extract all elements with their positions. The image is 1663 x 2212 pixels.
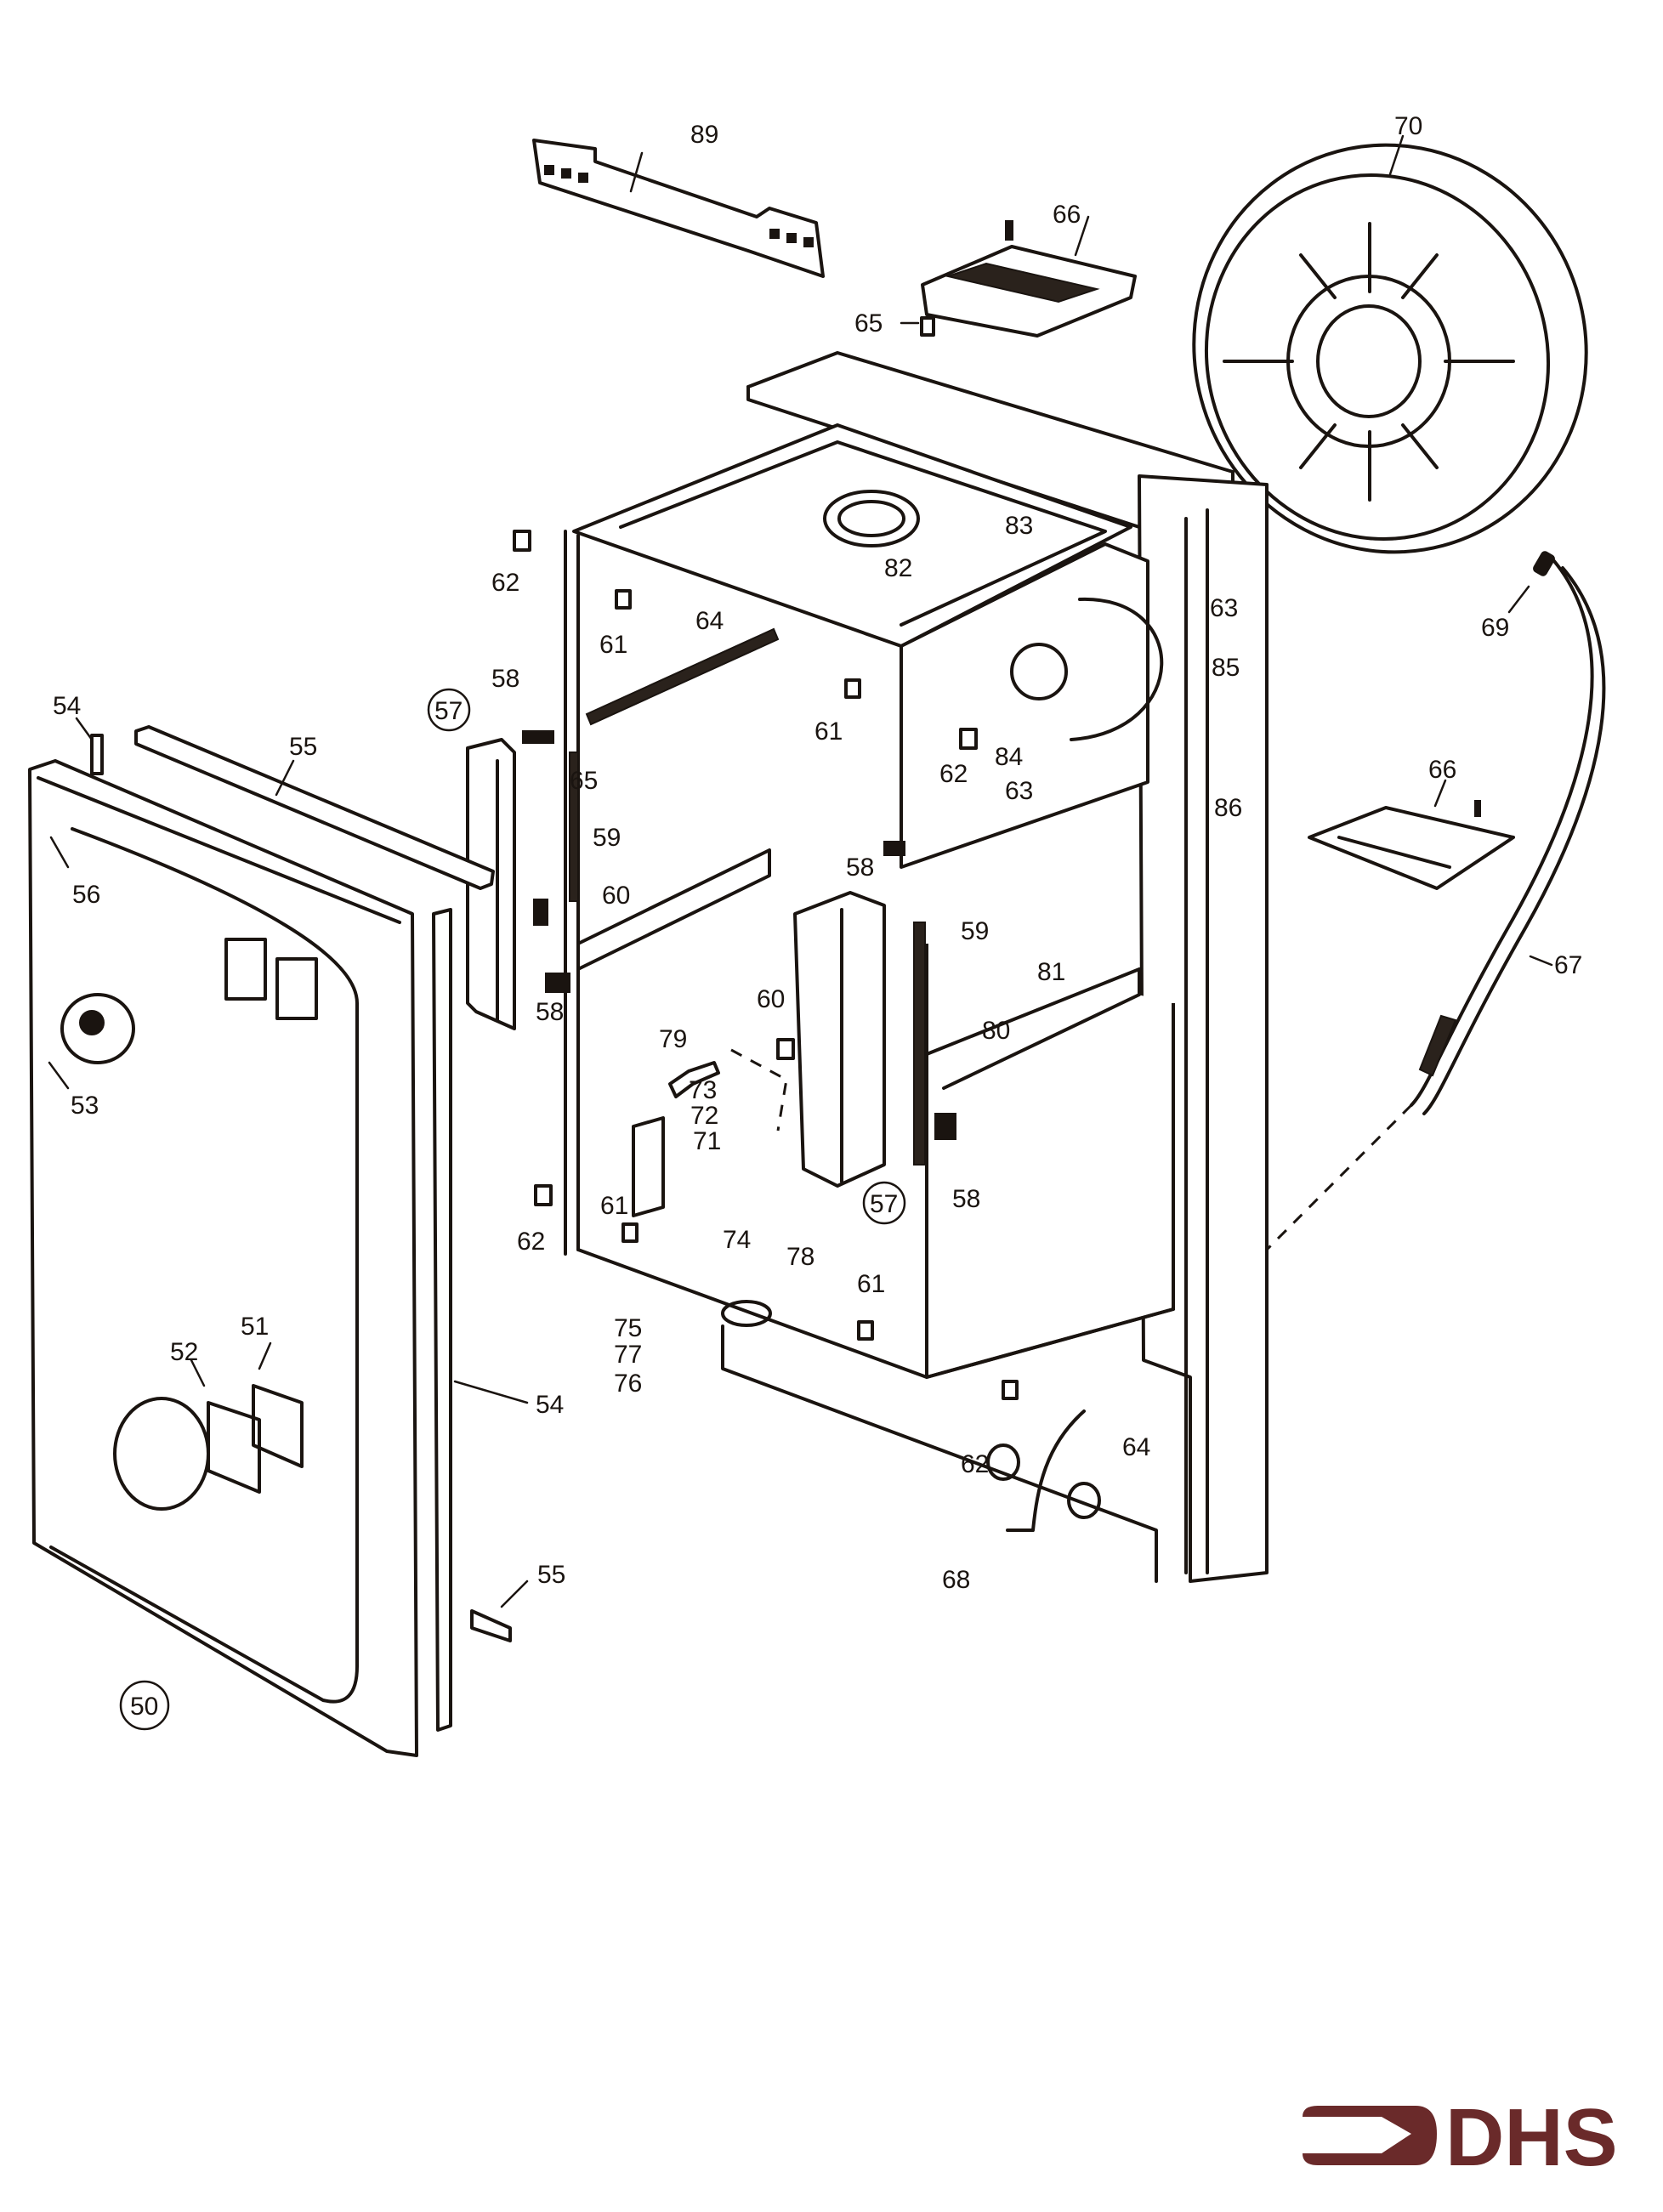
circle-57-bottom: [862, 1181, 906, 1225]
callout-55-top: 55: [289, 733, 317, 761]
callout-81: 81: [1037, 958, 1065, 986]
callout-76: 76: [614, 1370, 642, 1398]
callout-65-top: 65: [854, 309, 883, 337]
callout-60-a: 60: [602, 882, 630, 910]
callout-62-c: 62: [517, 1228, 545, 1256]
part-67-hose: [1189, 559, 1606, 1328]
callout-61-a: 61: [599, 631, 627, 659]
callout-74: 74: [723, 1226, 751, 1254]
callout-53: 53: [71, 1092, 99, 1120]
callout-64-a: 64: [695, 607, 724, 635]
callout-58-a: 58: [491, 665, 519, 693]
callout-labels: 89 66 65 70 69 62 61 64 82 83 63 85 84 8…: [53, 112, 1582, 1731]
callout-82: 82: [884, 554, 912, 582]
callout-56: 56: [72, 881, 100, 909]
part-54-55-seal-strips: [75, 717, 529, 1732]
part-89-top-rail: [532, 139, 825, 278]
callout-89: 89: [690, 121, 718, 149]
callout-66-right: 66: [1428, 756, 1456, 784]
callout-78: 78: [786, 1243, 814, 1271]
callout-61-c: 61: [600, 1192, 628, 1220]
callout-77: 77: [614, 1341, 642, 1369]
callout-62-a: 62: [491, 569, 519, 597]
callout-59-a: 59: [593, 824, 621, 852]
circle-57-top: [427, 688, 471, 732]
callout-52: 52: [170, 1338, 198, 1366]
part-57-center-rail: [793, 891, 886, 1188]
circle-50: [119, 1680, 170, 1731]
callout-58-b: 58: [536, 998, 564, 1026]
callout-59-b: 59: [961, 917, 989, 945]
callout-83: 83: [1005, 512, 1033, 540]
callout-62-b: 62: [939, 760, 968, 788]
callout-61-b: 61: [814, 717, 843, 746]
callout-71: 71: [693, 1127, 721, 1155]
part-70-fan-drum: [1192, 134, 1588, 554]
callout-85: 85: [1212, 654, 1240, 682]
dhs-logo: DHS: [1303, 2092, 1618, 2181]
part-66-top-bracket: [921, 215, 1137, 337]
callout-70: 70: [1394, 112, 1422, 140]
callout-61-d: 61: [857, 1270, 885, 1298]
arrow-icon: [1303, 2106, 1437, 2165]
callout-72: 72: [690, 1102, 718, 1130]
part-69-hose-nut: [1507, 551, 1555, 614]
callout-57-bottom: 57: [870, 1190, 898, 1218]
callout-68: 68: [942, 1566, 970, 1594]
callout-51: 51: [241, 1313, 269, 1341]
callout-69: 69: [1481, 614, 1509, 642]
callout-50: 50: [130, 1693, 158, 1721]
callout-54-top: 54: [53, 692, 81, 720]
callout-86: 86: [1214, 794, 1242, 822]
callout-65-b: 65: [570, 767, 598, 795]
callout-54-bottom: 54: [536, 1391, 564, 1419]
callout-75: 75: [614, 1314, 642, 1342]
callout-66-top: 66: [1053, 201, 1081, 229]
callout-55-bottom: 55: [537, 1561, 565, 1589]
callout-84: 84: [995, 743, 1023, 771]
callout-73: 73: [689, 1076, 717, 1104]
callout-63-a: 63: [1210, 594, 1238, 622]
fittings: [513, 530, 1164, 1532]
part-50-front-panel: [28, 759, 418, 1757]
callout-58-d: 58: [952, 1185, 980, 1213]
main-casing: [564, 351, 1269, 1583]
callout-57-top: 57: [434, 697, 463, 725]
logo-text: DHS: [1445, 2092, 1618, 2181]
callout-64-b: 64: [1122, 1433, 1150, 1461]
callout-63-b: 63: [1005, 777, 1033, 805]
callout-79: 79: [659, 1025, 687, 1053]
callout-58-c: 58: [846, 854, 874, 882]
part-65-top-clip: [900, 316, 935, 337]
callout-60-b: 60: [757, 985, 785, 1013]
callout-62-d: 62: [961, 1450, 989, 1478]
part-66-right-bracket: [1308, 779, 1515, 890]
callout-67: 67: [1554, 951, 1582, 979]
callout-80: 80: [982, 1017, 1010, 1045]
